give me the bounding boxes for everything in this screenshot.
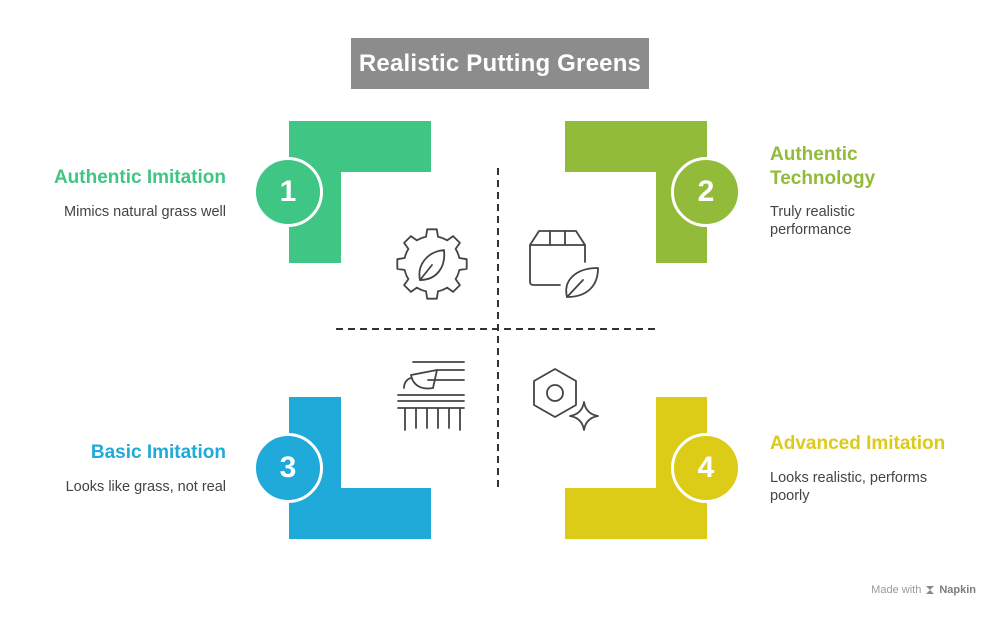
quadrant-4-description: Looks realistic, performs poorly xyxy=(770,470,928,504)
quadrant-2-shape xyxy=(565,121,707,263)
quadrant-3-title: Basic Imitation xyxy=(90,442,226,463)
quadrant-3-shape xyxy=(289,397,431,539)
quadrant-4-shape xyxy=(565,397,707,539)
quadrant-2-number-badge: 2 xyxy=(671,157,741,227)
page-title: Realistic Putting Greens xyxy=(351,38,649,89)
footer-brand: Napkin xyxy=(939,584,976,596)
footer-attribution: Made with Napkin xyxy=(871,584,976,596)
quadrant-1-description: Mimics natural grass well xyxy=(64,204,226,220)
napkin-logo-icon xyxy=(925,585,935,595)
quadrant-4-title: Advanced Imitation xyxy=(770,433,946,454)
quadrant-2-title: Authentic Technology xyxy=(770,144,876,189)
footer-made-with: Made with xyxy=(871,584,922,596)
leaf-gear-icon xyxy=(396,228,468,300)
quadrant-1-number-badge: 1 xyxy=(253,157,323,227)
turf-roll-icon xyxy=(397,361,465,431)
hex-nut-sparkle-icon xyxy=(533,368,599,431)
quadrant-1-shape xyxy=(289,121,431,263)
quadrant-3-description: Looks like grass, not real xyxy=(65,479,226,495)
quadrant-1-title: Authentic Imitation xyxy=(53,167,226,188)
quadrant-2-description: Truly realistic performance xyxy=(770,204,855,238)
box-leaf-icon xyxy=(529,230,599,298)
quadrant-4-number-badge: 4 xyxy=(671,433,741,503)
quadrant-3-number-badge: 3 xyxy=(253,433,323,503)
